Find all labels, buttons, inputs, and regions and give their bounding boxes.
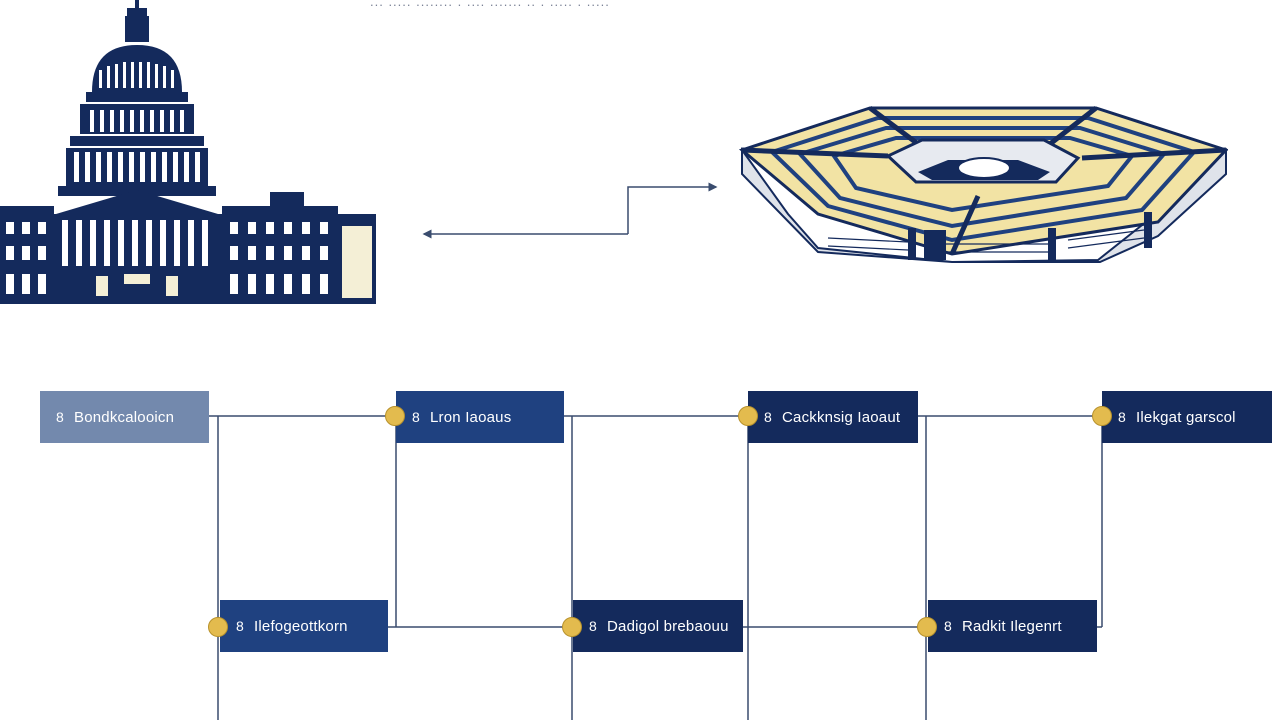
arrow-to-pentagon [627, 182, 718, 234]
node-label: Lron Iaoaus [430, 408, 512, 426]
connector-dot [738, 406, 758, 426]
connector-dot [1092, 406, 1112, 426]
timeline-node-3: 8 Cackknsig Iaoaut [748, 391, 918, 443]
node-label: Radkit Ilegenrt [962, 617, 1062, 635]
node-number: 8 [56, 409, 64, 425]
node-label: Ilefogeottkorn [254, 617, 348, 635]
connector-dot [562, 617, 582, 637]
node-number: 8 [764, 409, 772, 425]
node-label: Dadigol brebaouu [607, 617, 729, 635]
timeline-node-5: 8 Ilefogeottkorn [220, 600, 388, 652]
node-number: 8 [412, 409, 420, 425]
node-number: 8 [944, 618, 952, 634]
pentagon-building-icon [738, 106, 1228, 264]
timeline-node-6: 8 Dadigol brebaouu [573, 600, 743, 652]
connector-dot [208, 617, 228, 637]
timeline-node-1: 8 Bondkcalooicn [40, 391, 209, 443]
capitol-building-icon [0, 0, 376, 304]
node-label: Cackknsig Iaoaut [782, 408, 901, 426]
connector-dot [385, 406, 405, 426]
node-label: Bondkcalooicn [74, 408, 175, 426]
node-label: Ilekgat garscol [1136, 408, 1236, 426]
header-caption: ... ..... ........ . .... ....... .. . .… [370, 0, 610, 9]
node-number: 8 [1118, 409, 1126, 425]
timeline-node-2: 8 Lron Iaoaus [396, 391, 564, 443]
timeline-node-7: 8 Radkit Ilegenrt [928, 600, 1097, 652]
timeline-node-4: 8 Ilekgat garscol [1102, 391, 1272, 443]
connector-dot [917, 617, 937, 637]
node-number: 8 [236, 618, 244, 634]
node-number: 8 [589, 618, 597, 634]
